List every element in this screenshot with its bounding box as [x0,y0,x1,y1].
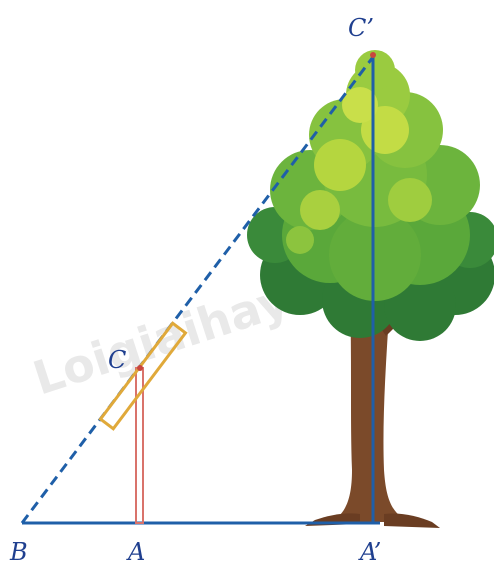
point-C-prime [370,52,376,58]
label-C-prime: C’ [348,14,374,42]
label-C: C [108,346,126,374]
mirror-icon [98,321,188,431]
label-A-prime: A’ [358,538,381,566]
label-B: B [9,538,28,566]
label-A: A [126,538,145,566]
tree-icon [247,50,494,528]
point-C [137,365,143,371]
hypotenuse-BC-prime [20,56,375,524]
